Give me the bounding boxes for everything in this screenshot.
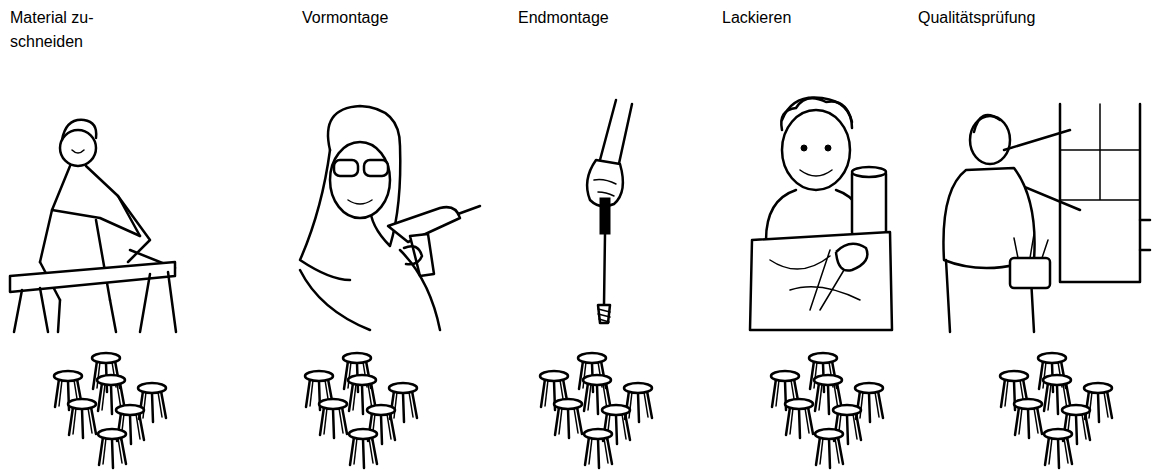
column-heading: Endmontage <box>518 6 718 30</box>
drilling-worker <box>300 106 480 330</box>
screwdriver-hand <box>587 100 632 323</box>
inspecting-worker <box>943 104 1150 332</box>
stool-group <box>1000 353 1112 468</box>
column-heading: Vormontage <box>302 6 502 30</box>
stool-group <box>540 353 652 468</box>
painting-worker <box>750 97 892 330</box>
column-heading: Lackieren <box>722 6 902 30</box>
stool-group <box>305 353 417 468</box>
column-heading: Qualitätsprüfung <box>918 6 1158 30</box>
column-heading: Material zu- schneiden <box>10 6 120 54</box>
sawing-worker <box>10 120 176 332</box>
stool-group <box>771 353 883 468</box>
stool-group <box>54 353 166 468</box>
